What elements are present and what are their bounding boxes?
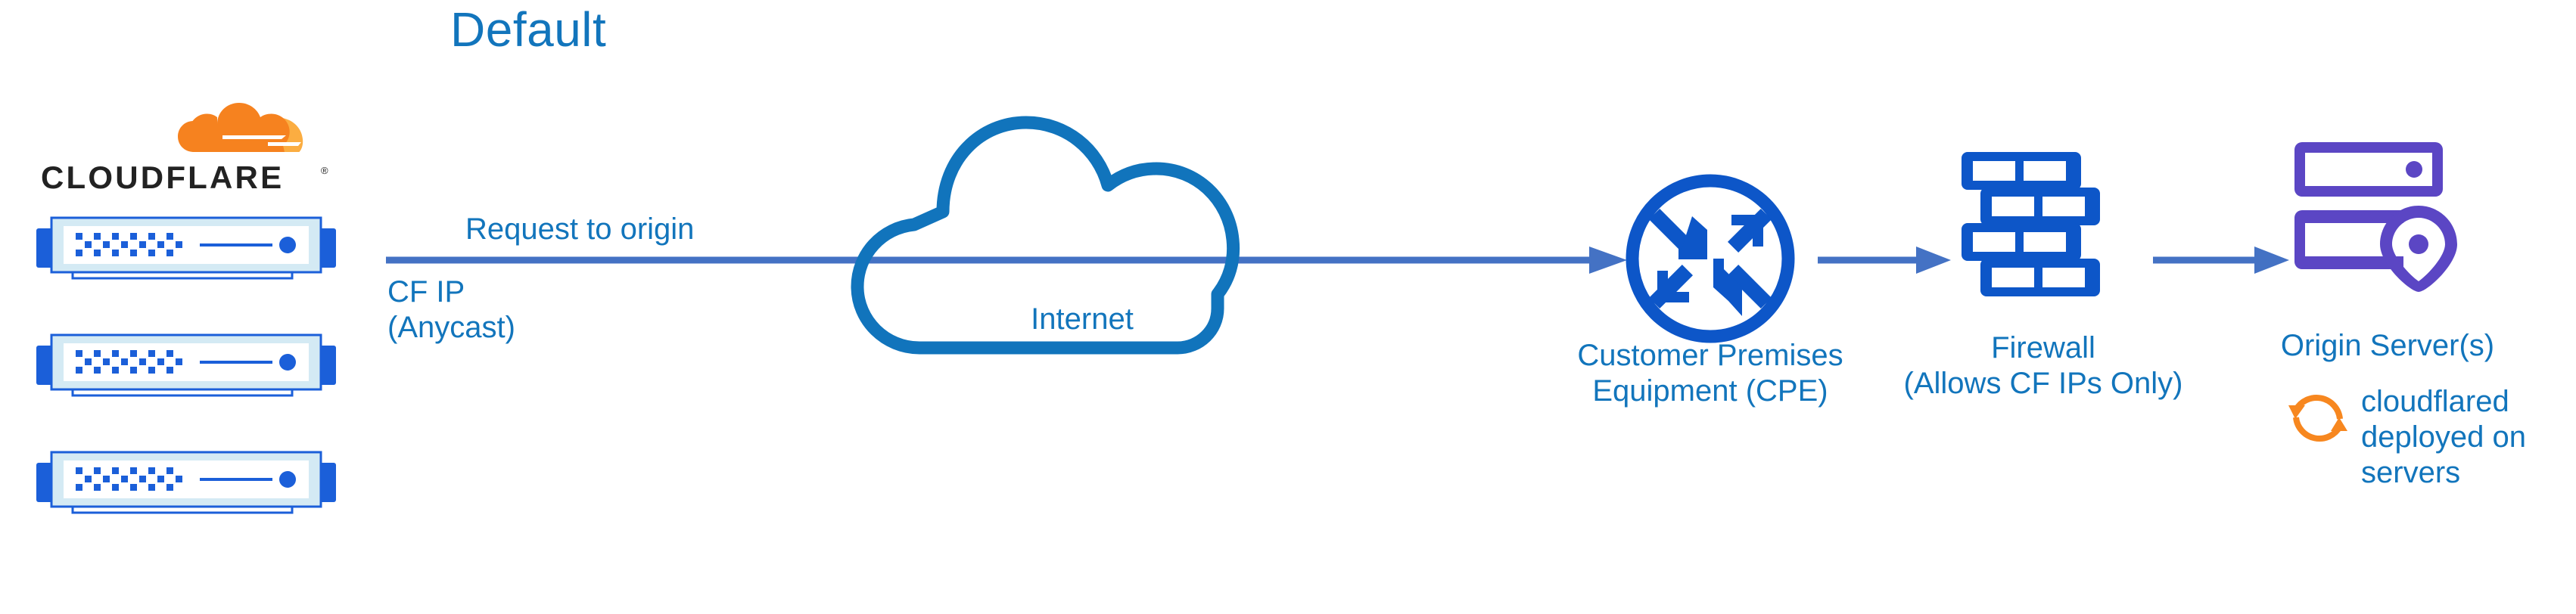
cpe-label-line-1: Customer Premises (1577, 339, 1843, 372)
arrow-firewall-to-origin (2153, 247, 2289, 274)
sync-refresh-icon (2288, 394, 2347, 442)
cpe-label: Customer Premises Equipment (CPE) (1525, 338, 1896, 409)
firewall-label: Firewall (Allows CF IPs Only) (1877, 330, 2210, 402)
registered-trademark-icon: ® (321, 165, 328, 176)
cloudflare-switch-unit (36, 216, 336, 280)
server-with-location-pin-icon (2294, 142, 2457, 292)
cloud-icon (851, 116, 1240, 355)
firewall-label-line-2: (Allows CF IPs Only) (1903, 367, 2183, 401)
cloudflared-note: cloudflared deployed on servers (2361, 384, 2565, 492)
cloudflare-switch-unit (36, 451, 336, 514)
arrow-edge-to-cpe (386, 247, 1627, 274)
router-arrows-icon (1626, 174, 1795, 343)
request-to-origin-label: Request to origin (465, 212, 695, 246)
internet-label: Internet (1031, 302, 1134, 336)
cf-ip-line-1: CF IP (387, 275, 465, 309)
cloudflare-switch-unit (36, 333, 336, 397)
cf-ip-anycast-label: CF IP (Anycast) (387, 274, 515, 346)
cloudflare-logo-icon (178, 103, 303, 152)
cf-ip-line-2: (Anycast) (387, 311, 515, 345)
cloudflare-wordmark-text: CLOUDFLARE (41, 160, 284, 195)
brick-wall-icon (1962, 152, 2100, 296)
arrow-cpe-to-firewall (1818, 247, 1951, 274)
origin-server-label: Origin Server(s) (2280, 329, 2495, 362)
cloudflare-wordmark: CLOUDFLARE ® (41, 160, 328, 195)
page-title: Default (450, 2, 607, 57)
firewall-label-line-1: Firewall (1991, 331, 2095, 364)
cpe-label-line-2: Equipment (CPE) (1592, 374, 1828, 408)
cloudflared-note-line-3: servers (2361, 456, 2461, 490)
cloudflared-note-line-1: cloudflared (2361, 385, 2509, 418)
cloudflared-note-line-2: deployed on (2361, 420, 2526, 454)
cloudflare-brand-lockup: CLOUDFLARE ® (30, 98, 348, 195)
